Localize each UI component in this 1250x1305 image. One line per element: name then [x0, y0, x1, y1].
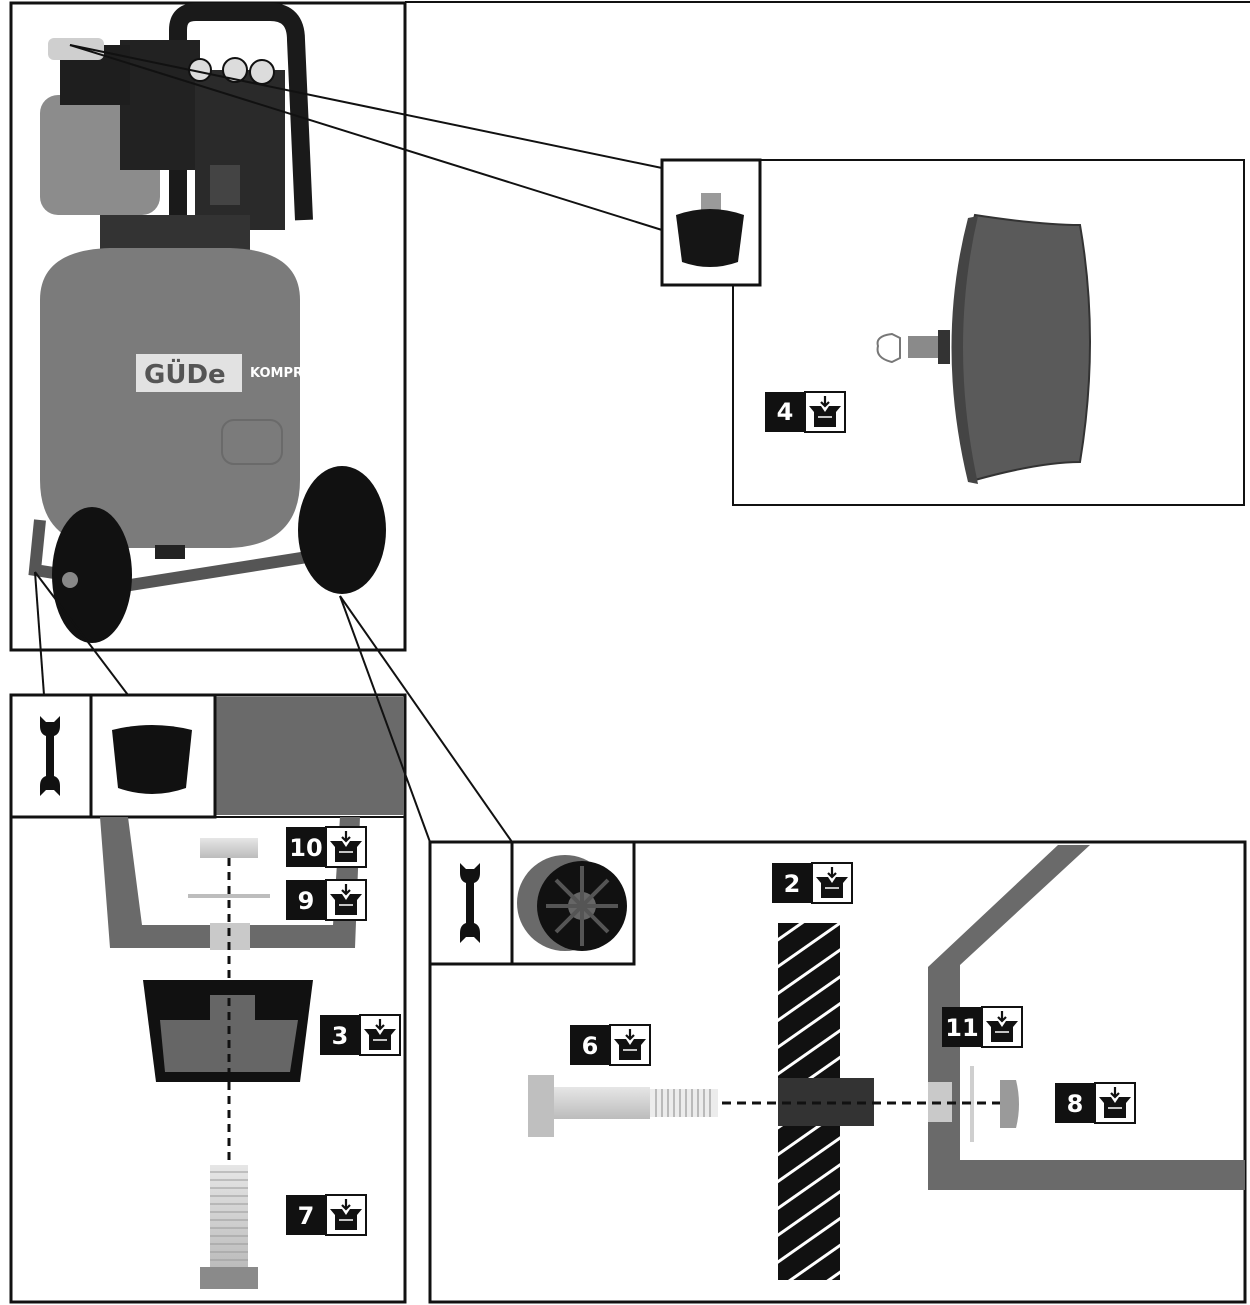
part-label-2: 2 — [772, 861, 854, 905]
filter-thumbnail — [676, 193, 744, 267]
foot-thumbnail — [112, 725, 192, 794]
svg-text:10: 10 — [289, 834, 322, 862]
callout-line — [34, 571, 45, 696]
svg-text:4: 4 — [777, 398, 794, 426]
svg-text:8: 8 — [1067, 1090, 1084, 1118]
parts-box-icon — [358, 1013, 402, 1057]
svg-text:6: 6 — [582, 1032, 599, 1060]
svg-text:11: 11 — [945, 1014, 978, 1042]
part-label-6: 6 — [570, 1023, 652, 1067]
model-label: KOMPRE — [250, 366, 312, 381]
svg-text:3: 3 — [332, 1022, 349, 1050]
parts-box-icon — [1093, 1081, 1137, 1125]
washer-9 — [188, 894, 270, 898]
parts-box-icon — [608, 1023, 652, 1067]
frame-bracket — [100, 817, 360, 948]
washer-11 — [970, 1066, 974, 1142]
wheel-frame — [928, 845, 1245, 1190]
callout-line — [34, 571, 129, 696]
part-label-3: 3 — [320, 1013, 402, 1057]
parts-box-icon — [324, 878, 368, 922]
svg-text:9: 9 — [298, 887, 315, 915]
bolt-7 — [210, 1165, 248, 1267]
part-label-9: 9 — [286, 878, 368, 922]
parts-box-icon — [324, 825, 368, 869]
part-label-7: 7 — [286, 1193, 368, 1237]
air-filter-drawing — [876, 213, 1091, 484]
svg-text:7: 7 — [298, 1202, 315, 1230]
bolt-6 — [528, 1075, 718, 1137]
part-label-10: 10 — [286, 825, 368, 869]
callout-line — [69, 44, 663, 231]
compressor-illustration: GÜDe KOMPRE — [28, 3, 386, 643]
nut-8 — [1000, 1080, 1019, 1128]
part-label-4: 4 — [765, 390, 847, 434]
callout-line — [339, 595, 431, 843]
detail-panel-4 — [732, 159, 1245, 506]
part-label-8: 8 — [1055, 1081, 1137, 1125]
svg-text:2: 2 — [784, 870, 801, 898]
callout-line — [339, 595, 513, 843]
parts-box-icon — [803, 390, 847, 434]
brand-logo: GÜDe — [144, 357, 226, 390]
parts-box-icon — [810, 861, 854, 905]
callout-line — [69, 44, 663, 169]
parts-box-icon — [324, 1193, 368, 1237]
part-label-11: 11 — [942, 1005, 1024, 1049]
nut-10 — [200, 838, 258, 858]
parts-box-icon — [980, 1005, 1024, 1049]
wheel-thumbnail — [517, 855, 627, 951]
